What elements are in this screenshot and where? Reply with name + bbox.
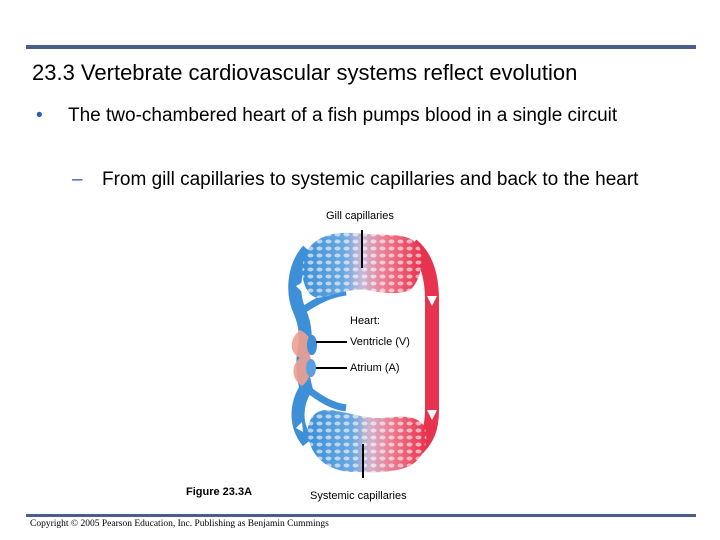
label-atrium: Atrium (A) (350, 362, 400, 374)
bottom-rule (26, 514, 696, 517)
flow-arrows (296, 282, 437, 432)
arrow-left-upper-icon (296, 282, 303, 292)
ventral-connector (303, 385, 347, 412)
slide-title: 23.3 Vertebrate cardiovascular systems r… (32, 60, 578, 85)
bullet-mark: • (36, 105, 43, 126)
top-rule (26, 45, 696, 49)
atrium-shape (306, 359, 316, 377)
arrow-left-lower-icon (296, 422, 303, 432)
copyright-text: Copyright © 2005 Pearson Education, Inc.… (30, 519, 329, 529)
label-gill-capillaries: Gill capillaries (326, 210, 394, 222)
sub-bullet-text: From gill capillaries to systemic capill… (102, 169, 639, 190)
label-systemic-capillaries: Systemic capillaries (310, 490, 407, 502)
leader-lines (316, 230, 364, 478)
dorsal-connector (298, 288, 347, 315)
label-ventricle: Ventricle (V) (350, 336, 410, 348)
figure-label: Figure 23.3A (186, 486, 253, 498)
sub-bullet-mark: – (72, 169, 83, 190)
heart (291, 330, 317, 386)
bullet-text: The two-chambered heart of a fish pumps … (68, 105, 618, 126)
label-heart: Heart: (350, 315, 380, 327)
arrow-down-upper-icon (427, 296, 437, 306)
arrow-down-lower-icon (427, 410, 437, 420)
systemic-capillary-bed (307, 409, 427, 473)
ventricle-shape (307, 335, 317, 355)
